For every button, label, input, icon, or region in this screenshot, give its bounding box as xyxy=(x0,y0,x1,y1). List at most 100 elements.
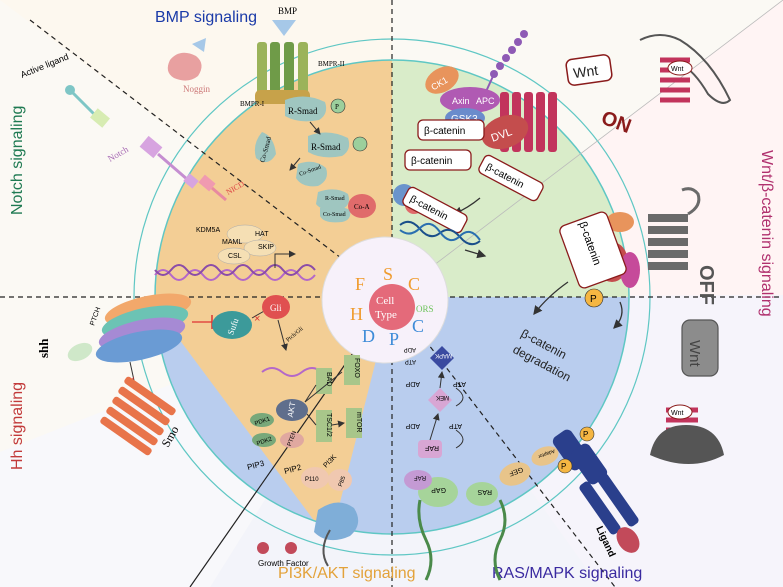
svg-text:MEK: MEK xyxy=(436,394,449,400)
hh-dna xyxy=(261,367,323,377)
ras-gap-complex: GAP RAF RAS xyxy=(404,470,498,507)
svg-text:Wnt: Wnt xyxy=(572,62,599,81)
kdm5a-label: KDM5A xyxy=(196,227,220,234)
bmpr1-label: BMPR-I xyxy=(240,100,265,108)
bmpr2-label: BMPR-II xyxy=(318,60,345,68)
akt-icon: AKT xyxy=(276,399,308,421)
wnt-receptor-off xyxy=(648,187,701,270)
svg-text:RAF: RAF xyxy=(425,444,439,451)
notch-receptor-icon xyxy=(139,135,199,189)
rtk-receptor-icon: P P xyxy=(552,426,639,535)
pdk1-icon xyxy=(250,413,274,427)
notch-ligand-icon xyxy=(65,85,110,128)
hat-label: HAT xyxy=(255,231,269,238)
svg-text:Wnt: Wnt xyxy=(686,340,703,368)
svg-text:β-catenin: β-catenin xyxy=(424,126,465,137)
svg-text:β-catenin: β-catenin xyxy=(411,156,452,167)
mapk-icon: MAPK xyxy=(430,346,454,370)
notch-complex xyxy=(217,224,277,265)
csl-label: CSL xyxy=(228,253,242,260)
wnt-ligand-on: Wnt xyxy=(565,54,613,86)
wnt-deco-inactive: Wnt xyxy=(681,319,719,377)
tsc-label: TSC1/2 xyxy=(325,413,332,437)
ring-p: P xyxy=(389,329,399,349)
wnt-off-label: OFF xyxy=(695,265,717,305)
shh-label: shh xyxy=(36,338,51,358)
ras-title: RAS/MAPK signaling xyxy=(492,565,642,582)
svg-text:R-Smad: R-Smad xyxy=(288,106,318,116)
ring-h: H xyxy=(350,304,363,324)
ring-c2: C xyxy=(412,316,424,336)
bad-box xyxy=(316,368,332,394)
pip2-label: PIP2 xyxy=(283,463,303,476)
gef-icon xyxy=(499,462,531,486)
svg-text:×: × xyxy=(254,313,260,325)
cell-type-core xyxy=(369,284,415,330)
ring-f: F xyxy=(355,274,365,294)
rsmad-2: R-Smad xyxy=(308,132,368,158)
svg-text:Co-A: Co-A xyxy=(354,203,370,211)
sufu-icon: Sufu xyxy=(212,311,252,339)
skip-label: SKIP xyxy=(258,244,274,251)
adp1-label: ADP xyxy=(405,380,420,387)
growth-factor-icon xyxy=(257,542,269,554)
pi3k-title: PI3K/AKT signaling xyxy=(278,565,416,582)
ring-c1: C xyxy=(408,274,420,294)
svg-text:GAP: GAP xyxy=(431,486,446,493)
maml-label: MAML xyxy=(222,239,242,246)
svg-text:P85: P85 xyxy=(338,475,348,488)
svg-text:Wnt: Wnt xyxy=(671,66,684,73)
svg-text:RAS: RAS xyxy=(477,488,492,495)
ring-d: D xyxy=(362,326,375,346)
atp3-label: ATP xyxy=(405,358,416,364)
svg-text:Gli: Gli xyxy=(270,303,282,313)
ring-ors: ORS xyxy=(416,304,434,314)
adaptor-label: Adaptor xyxy=(537,448,556,460)
mek-icon: MEK xyxy=(428,388,452,412)
svg-text:Axin: Axin xyxy=(452,96,470,106)
svg-text:MAPK: MAPK xyxy=(435,352,452,358)
svg-text:AKT: AKT xyxy=(286,401,298,418)
pten-icon xyxy=(280,432,304,448)
notch-title: Notch signaling xyxy=(9,106,26,215)
pdk1-label: PDK1 xyxy=(254,416,271,427)
ptch-receptor-icon xyxy=(95,293,192,363)
cosmad-1: Co-Smad xyxy=(254,132,276,163)
bmp-arrows xyxy=(289,121,321,171)
bad-label: BAD xyxy=(325,372,332,386)
growth-factor-receptor-icon xyxy=(314,502,359,567)
pip3-label: PIP3 xyxy=(246,459,266,472)
ring-s: S xyxy=(383,264,393,284)
foxo-box xyxy=(344,355,360,385)
gef-label: GEF xyxy=(508,465,524,476)
adp3-label: ADP xyxy=(404,346,416,352)
svg-text:R-Smad: R-Smad xyxy=(325,196,345,202)
notch-transcription-arrow xyxy=(274,250,296,268)
bmp-label: BMP xyxy=(278,6,297,16)
atp2-label: ATP xyxy=(449,422,462,429)
nicd-icon xyxy=(198,174,227,202)
akt-arrows xyxy=(304,371,345,428)
mtor-box xyxy=(346,408,362,438)
smad-complex: Co-Smad R-Smad Co-Smad Co-A xyxy=(296,161,376,223)
type-label: Type xyxy=(375,309,397,321)
svg-text:Wnt: Wnt xyxy=(671,410,684,417)
svg-text:Co-Smad: Co-Smad xyxy=(323,212,346,218)
svg-text:P: P xyxy=(590,294,597,305)
raf-icon: RAF xyxy=(418,440,442,458)
adp2-label: ADP xyxy=(405,422,420,429)
svg-text:P110: P110 xyxy=(305,477,319,483)
ras-membrane-chain-1 xyxy=(417,499,433,581)
svg-text:P: P xyxy=(561,462,566,471)
growth-factor-label: Growth Factor xyxy=(258,559,309,568)
beta-catenin-2: β-catenin xyxy=(404,149,472,171)
beta-catenin-1: β-catenin xyxy=(417,119,485,141)
ras-ligand-icon xyxy=(616,527,640,553)
shh-ligand-icon xyxy=(67,342,93,362)
cell-label: Cell xyxy=(376,295,394,307)
bmp-title: BMP signaling xyxy=(155,9,257,26)
gli-icon: Gli xyxy=(262,295,290,319)
smo-receptor-icon xyxy=(100,376,176,456)
svg-text:P: P xyxy=(335,103,339,111)
